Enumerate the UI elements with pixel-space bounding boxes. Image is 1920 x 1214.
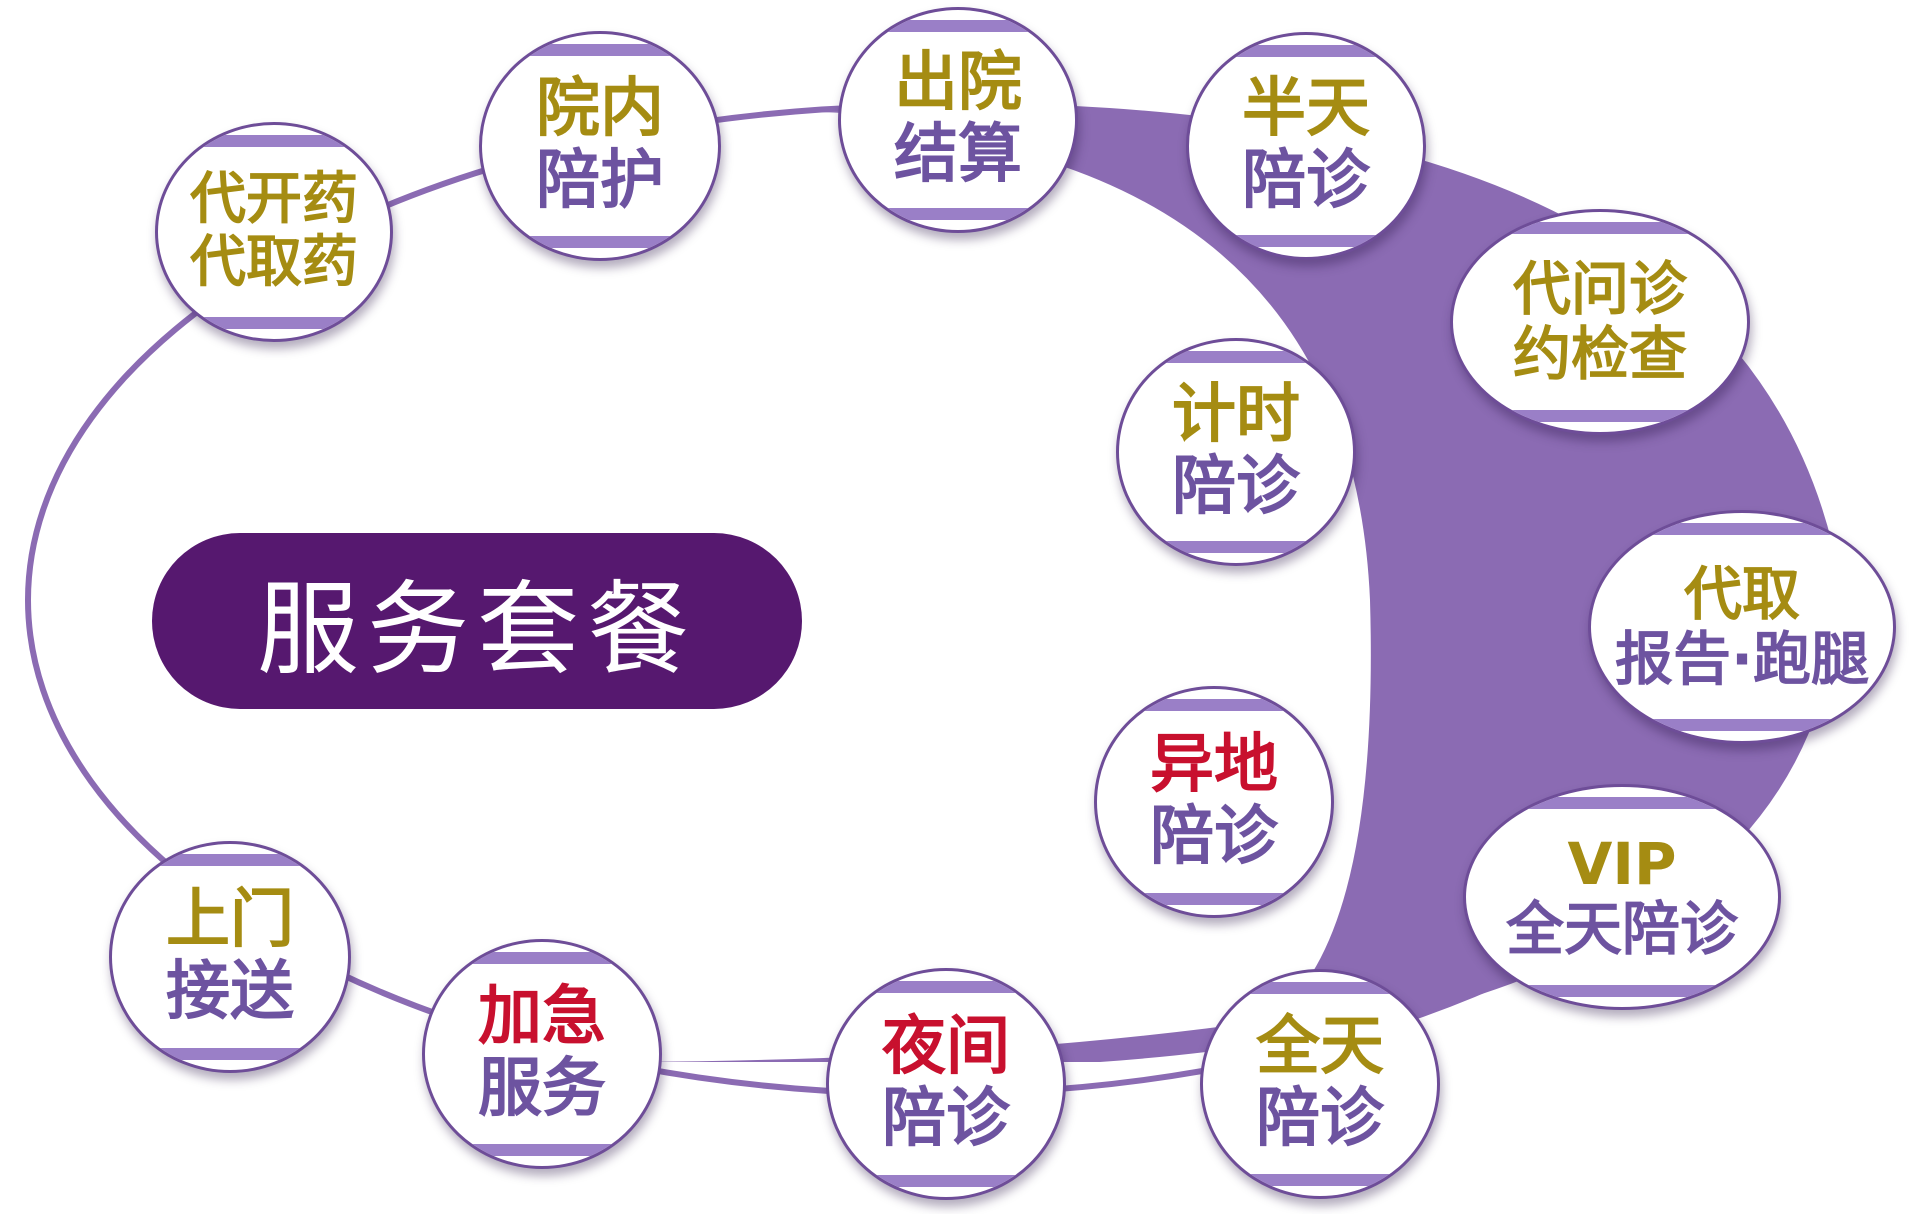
- node-label-line: 加急: [478, 980, 606, 1055]
- node-stripe-bottom: [112, 1048, 348, 1060]
- node-label: 代开药代取药: [158, 125, 390, 339]
- node-stripe-top: [1119, 351, 1353, 363]
- node-stripe-top: [1453, 222, 1747, 234]
- node-label-line: 夜间: [882, 1010, 1010, 1085]
- node-stripe-bottom: [1119, 541, 1353, 553]
- node-label-line: 全天: [1256, 1010, 1384, 1085]
- node-quan-tian: 全天陪诊: [1200, 969, 1440, 1199]
- node-label-line: 报告·跑腿: [1614, 625, 1870, 693]
- node-label-line: 陪诊: [1150, 800, 1278, 874]
- node-label: 出院结算: [841, 10, 1075, 230]
- node-label-line: 陪护: [536, 144, 664, 218]
- node-stripe-bottom: [1203, 1174, 1437, 1186]
- node-stripe-top: [482, 44, 718, 56]
- node-label-line: 陪诊: [882, 1082, 1010, 1156]
- node-label: 院内陪护: [482, 34, 718, 258]
- node-label: 半天陪诊: [1189, 35, 1423, 257]
- node-stripe-bottom: [482, 236, 718, 248]
- center-title-pill: 服务套餐: [152, 533, 802, 709]
- node-stripe-bottom: [841, 208, 1075, 220]
- node-label-line: 代取: [1683, 560, 1800, 629]
- node-label-line: 计时: [1172, 378, 1300, 453]
- node-stripe-bottom: [1591, 719, 1893, 731]
- node-label: 异地陪诊: [1097, 689, 1331, 915]
- node-label: 计时陪诊: [1119, 341, 1353, 563]
- node-stripe-bottom: [1466, 985, 1778, 997]
- node-label-line: 出院: [894, 46, 1022, 121]
- node-label-line: 陪诊: [1242, 144, 1370, 218]
- node-dai-kai-yao: 代开药代取药: [155, 122, 393, 342]
- node-stripe-bottom: [1189, 235, 1423, 247]
- node-stripe-top: [1466, 797, 1778, 809]
- node-label: 全天陪诊: [1203, 972, 1437, 1196]
- node-stripe-top: [1591, 523, 1893, 535]
- node-stripe-bottom: [158, 317, 390, 329]
- node-label-line: 约检查: [1512, 320, 1687, 388]
- node-label-line: 接送: [166, 955, 294, 1029]
- node-dai-wen-zhen: 代问诊约检查: [1450, 209, 1750, 435]
- node-label: 加急服务: [425, 942, 659, 1166]
- node-dai-qu: 代取报告·跑腿: [1588, 510, 1896, 744]
- node-label-line: 服务: [478, 1052, 606, 1126]
- node-ban-tian: 半天陪诊: [1186, 32, 1426, 260]
- node-label-line: 代取药: [190, 230, 358, 295]
- node-label-line: 全天陪诊: [1505, 895, 1738, 963]
- node-label: 代取报告·跑腿: [1591, 513, 1893, 741]
- node-stripe-top: [425, 952, 659, 964]
- node-label-line: 异地: [1150, 728, 1278, 803]
- node-label-line: 代问诊: [1512, 255, 1687, 324]
- node-label: 夜间陪诊: [829, 971, 1063, 1197]
- node-stripe-top: [1203, 982, 1437, 994]
- node-label-line: 半天: [1242, 72, 1370, 147]
- node-label-line: 上门: [166, 883, 294, 958]
- node-stripe-top: [829, 981, 1063, 993]
- node-stripe-top: [1189, 45, 1423, 57]
- node-stripe-bottom: [425, 1144, 659, 1156]
- node-yi-di: 异地陪诊: [1094, 686, 1334, 918]
- node-label-line: 陪诊: [1172, 450, 1300, 524]
- node-yuan-nei: 院内陪护: [479, 31, 721, 261]
- node-stripe-top: [112, 854, 348, 866]
- node-shang-men: 上门接送: [109, 841, 351, 1073]
- node-stripe-bottom: [829, 1175, 1063, 1187]
- node-label-line: VIP: [1567, 830, 1677, 899]
- node-stripe-bottom: [1097, 893, 1331, 905]
- node-label-line: 院内: [536, 72, 664, 147]
- node-label-line: 陪诊: [1256, 1082, 1384, 1156]
- node-jia-ji: 加急服务: [422, 939, 662, 1169]
- node-ye-jian: 夜间陪诊: [826, 968, 1066, 1200]
- node-label: 代问诊约检查: [1453, 212, 1747, 432]
- node-label: 上门接送: [112, 844, 348, 1070]
- node-ji-shi: 计时陪诊: [1116, 338, 1356, 566]
- node-chu-yuan: 出院结算: [838, 7, 1078, 233]
- node-label-line: 结算: [894, 118, 1022, 192]
- node-stripe-top: [158, 135, 390, 147]
- node-stripe-top: [841, 20, 1075, 32]
- node-label-line: 代开药: [190, 167, 358, 233]
- node-stripe-top: [1097, 699, 1331, 711]
- node-stripe-bottom: [1453, 410, 1747, 422]
- center-title: 服务套餐: [257, 570, 697, 690]
